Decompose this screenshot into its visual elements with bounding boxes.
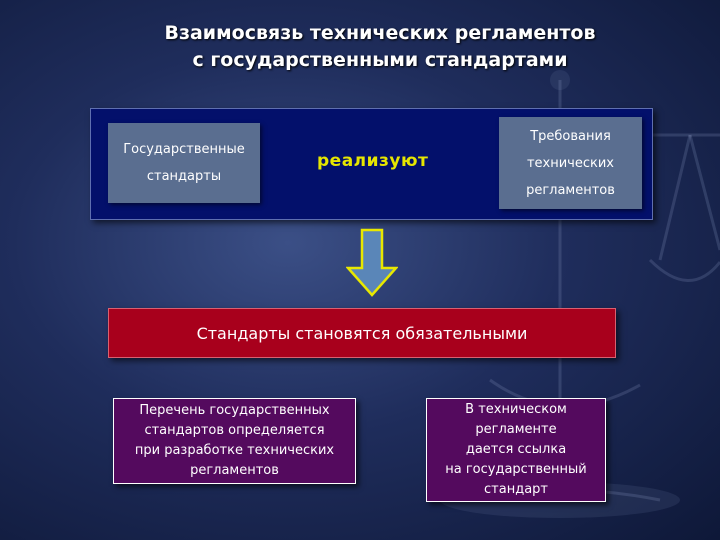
requirements-line-3: регламентов: [526, 177, 615, 204]
reference-line-4: на государственный: [445, 460, 587, 480]
requirements-box: Требования технических регламентов: [499, 117, 642, 209]
requirements-line-2: технических: [526, 150, 615, 177]
standards-list-line-2: стандартов определяется: [135, 421, 334, 441]
standards-list-box: Перечень государственных стандартов опре…: [113, 398, 356, 484]
requirements-line-1: Требования: [526, 123, 615, 150]
standards-list-line-1: Перечень государственных: [135, 401, 334, 421]
reference-line-2: регламенте: [445, 420, 587, 440]
top-panel: Государственные стандарты реализуют Треб…: [90, 108, 653, 220]
state-standards-line-1: Государственные: [123, 136, 245, 163]
reference-line-3: дается ссылка: [445, 440, 587, 460]
standards-list-line-4: регламентов: [135, 461, 334, 481]
reference-line-1: В техническом: [445, 400, 587, 420]
title-line-1: Взаимосвязь технических регламентов: [100, 20, 660, 47]
connector-label: реализуют: [317, 151, 428, 171]
result-bar-text: Стандарты становятся обязательными: [197, 324, 528, 343]
state-standards-box: Государственные стандарты: [108, 123, 260, 203]
result-bar: Стандарты становятся обязательными: [108, 308, 616, 358]
reference-box: В техническом регламенте дается ссылка н…: [426, 398, 606, 502]
reference-line-5: стандарт: [445, 480, 587, 500]
title-line-2: с государственными стандартами: [100, 47, 660, 74]
down-arrow-icon: [346, 228, 398, 298]
state-standards-line-2: стандарты: [123, 163, 245, 190]
standards-list-line-3: при разработке технических: [135, 441, 334, 461]
page-title: Взаимосвязь технических регламентов с го…: [100, 20, 660, 74]
